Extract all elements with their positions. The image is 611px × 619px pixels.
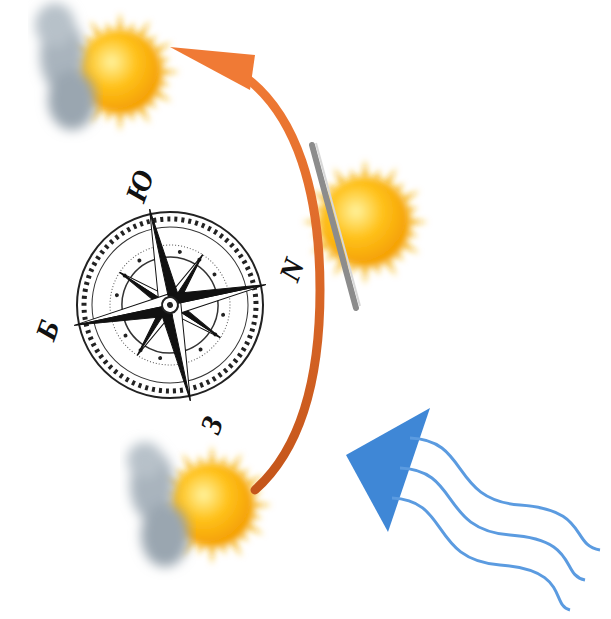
compass-dot [158,356,163,361]
window-pane [312,145,356,308]
arrow-head [170,47,255,90]
cloud [35,3,96,130]
compass-rose [54,189,286,421]
compass-letter: Б [31,316,66,344]
compass-point [170,303,201,401]
compass-point [74,305,172,336]
sun-ray [362,265,369,285]
compass-point [139,209,170,307]
compass-letter: N [274,255,310,286]
sun-ray [117,12,123,32]
sun-ray [209,445,215,465]
window-pane [316,143,360,306]
sun-ray [252,502,272,508]
compass-letter: Ю [120,166,159,206]
wind-arrow [346,408,600,610]
sun-ray [160,69,180,75]
sun [127,442,272,567]
compass-letter: З [195,413,228,438]
compass-dot [177,250,182,255]
compass-dot [212,272,217,277]
sun-ray [117,112,123,132]
compass-point [168,274,266,305]
sun-ray [209,545,215,565]
compass-dot [137,258,142,263]
cloud [127,442,189,567]
compass-dot [123,333,128,338]
sun [35,3,180,132]
compass-dot [198,347,203,352]
compass-dot [115,293,120,298]
sun-ray [408,219,428,226]
compass-dot [221,312,226,317]
sun-ray [362,159,369,179]
